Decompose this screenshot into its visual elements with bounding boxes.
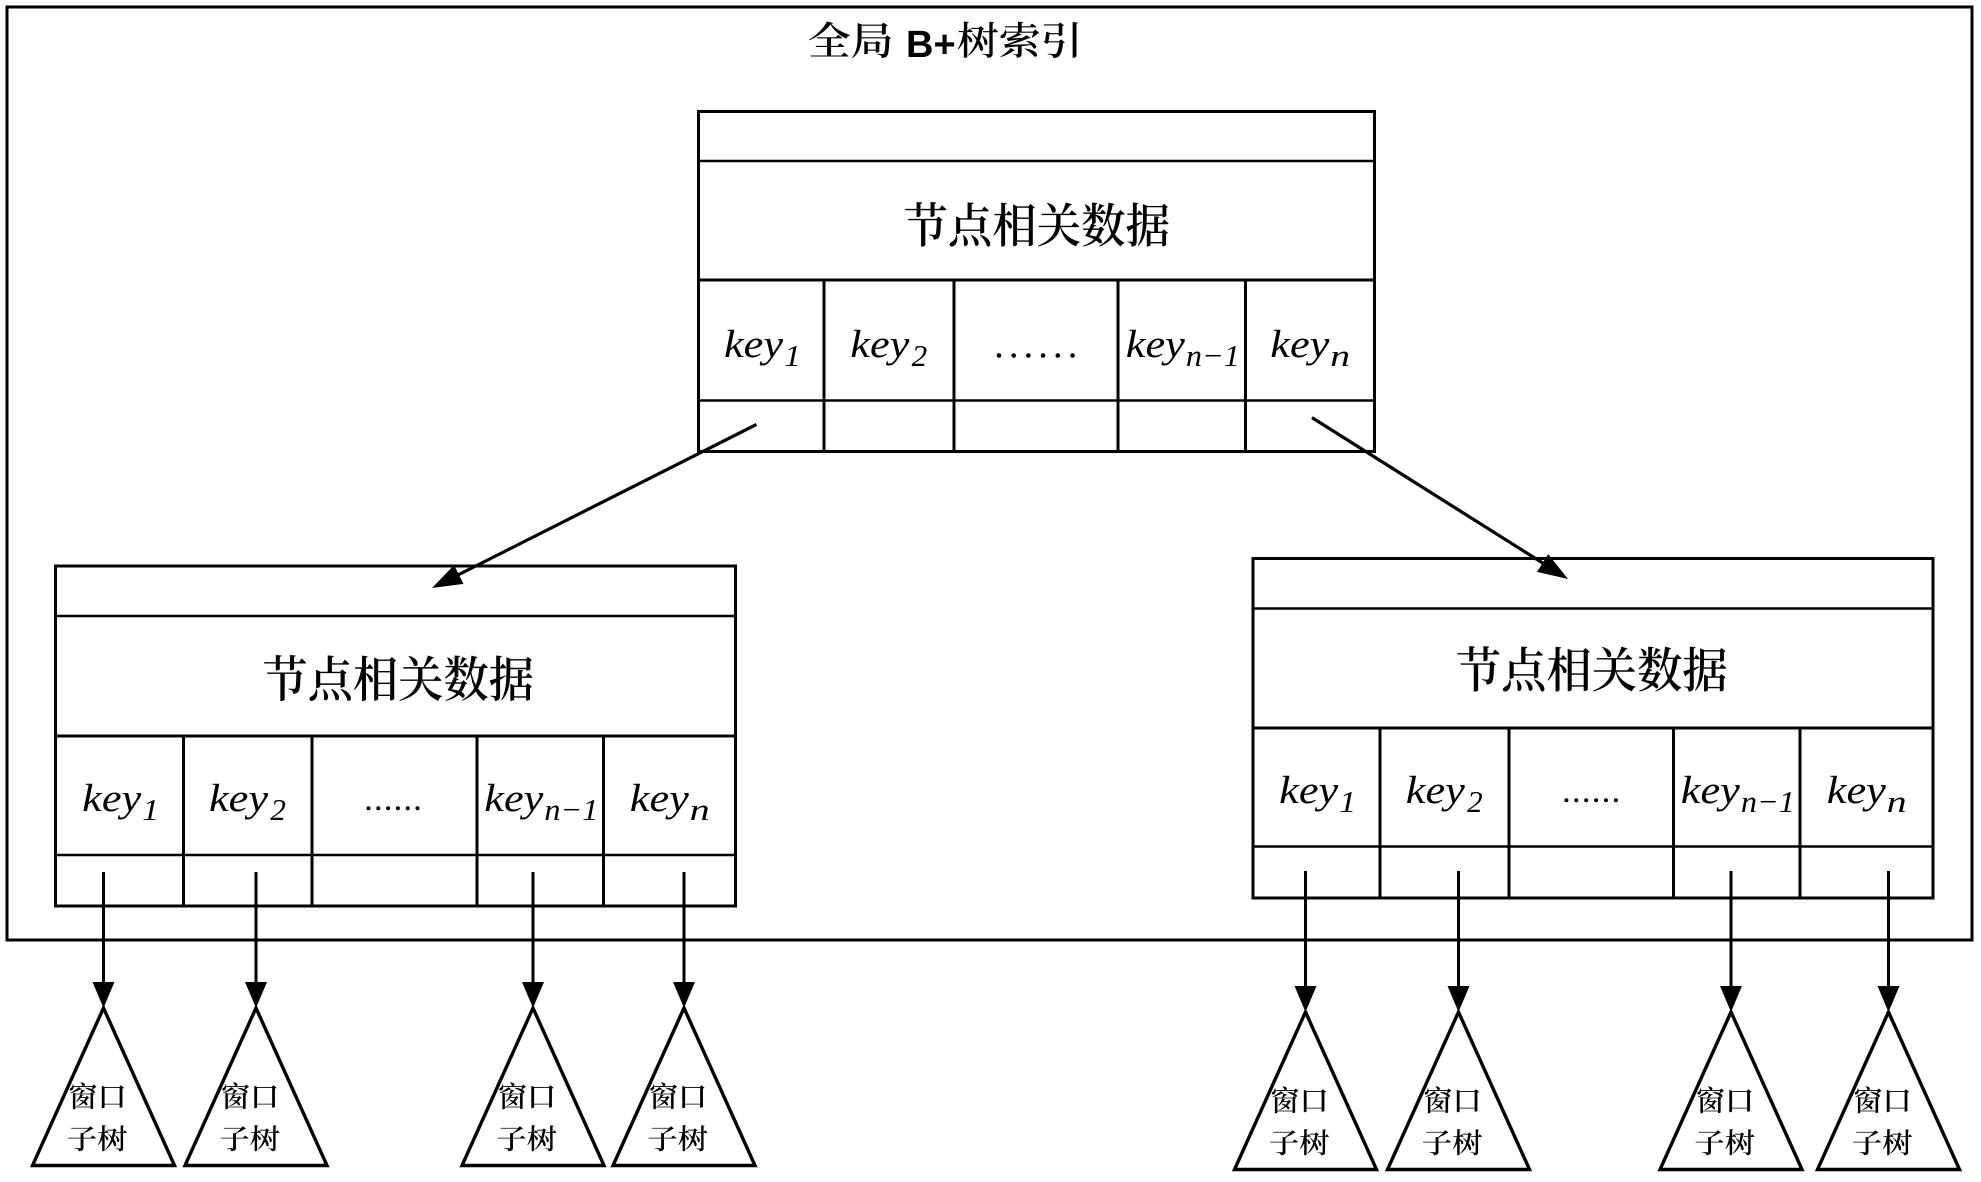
svg-text:key: key	[630, 777, 690, 820]
svg-text:key: key	[1279, 769, 1339, 812]
svg-text:key: key	[82, 777, 142, 820]
svg-text:key: key	[484, 777, 544, 820]
svg-text:B+: B+	[906, 24, 956, 66]
svg-text:1: 1	[1339, 784, 1356, 819]
svg-text:2: 2	[912, 338, 928, 373]
svg-text:n: n	[690, 792, 710, 827]
svg-text:n: n	[1330, 338, 1350, 373]
svg-text:n−1: n−1	[544, 792, 598, 827]
svg-text:1: 1	[142, 792, 159, 827]
svg-text:key: key	[1126, 323, 1186, 366]
svg-text:2: 2	[270, 792, 286, 827]
svg-text:1: 1	[784, 338, 801, 373]
svg-text:key: key	[850, 323, 910, 366]
svg-text:key: key	[209, 777, 269, 820]
svg-text:n: n	[1887, 784, 1907, 819]
svg-text:n−1: n−1	[1186, 338, 1240, 373]
svg-text:key: key	[1827, 769, 1887, 812]
svg-text:key: key	[1406, 769, 1466, 812]
svg-text:key: key	[1681, 769, 1741, 812]
svg-text:n−1: n−1	[1741, 784, 1795, 819]
svg-text:key: key	[1270, 323, 1330, 366]
svg-text:2: 2	[1467, 784, 1483, 819]
svg-text:key: key	[724, 323, 784, 366]
